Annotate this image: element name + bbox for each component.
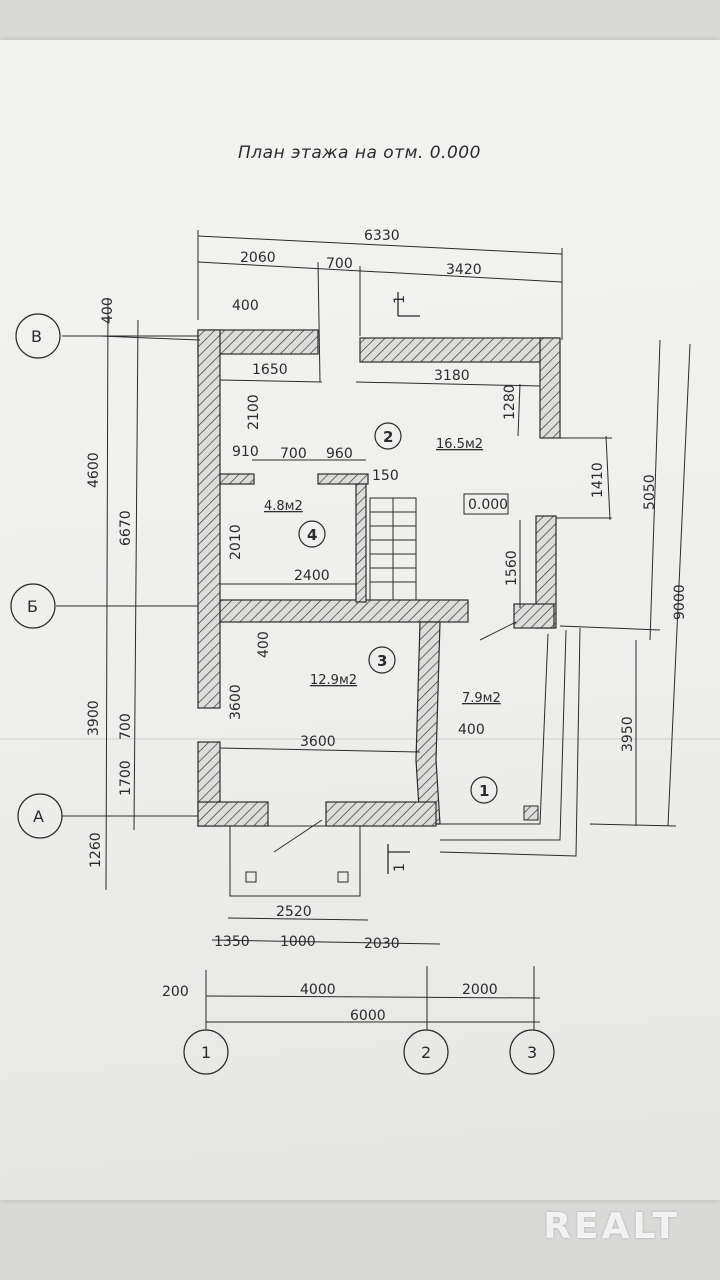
room-3-number: 3 — [377, 652, 387, 670]
porch-outlines — [229, 621, 581, 897]
stairs — [369, 497, 417, 601]
dim-top-2060: 2060 — [240, 250, 276, 266]
level-mark-box — [463, 493, 509, 515]
dim-top-3420: 3420 — [446, 262, 482, 278]
axis-bubble-2 — [403, 1029, 449, 1075]
wall-right-upper — [539, 337, 561, 439]
axis-bubble-a — [17, 793, 63, 839]
axis-bubble-v — [15, 313, 61, 359]
dim-right-1410: 1410 — [590, 462, 606, 498]
axis-bubble-3 — [509, 1029, 555, 1075]
axis-bubbles — [10, 313, 555, 1075]
dim-inner-150: 150 — [372, 468, 399, 484]
dim-left-4600: 4600 — [86, 452, 102, 488]
room-markers — [298, 422, 498, 804]
dim-inner-2010: 2010 — [228, 524, 244, 560]
axis-bubble-b — [10, 583, 56, 629]
dim-bottom-1350: 1350 — [214, 934, 250, 950]
paper-fold — [0, 738, 720, 740]
partition-left — [219, 473, 255, 485]
dim-left-1260: 1260 — [88, 832, 104, 868]
wall-bottom-right — [325, 801, 437, 827]
axis-label-a: А — [33, 807, 44, 826]
axis-label-v: В — [31, 327, 42, 346]
section-mark-top: 1 — [392, 295, 408, 304]
section-marks — [387, 292, 420, 874]
partition-right — [317, 473, 369, 485]
dim-bottom-1000: 1000 — [280, 934, 316, 950]
dim-bottom-2520: 2520 — [276, 904, 312, 920]
dim-left-400: 400 — [100, 297, 116, 324]
room-2-area: 16.5м2 — [436, 437, 483, 452]
dim-bottom-4000: 4000 — [300, 982, 336, 998]
watermark-logo: REALT — [543, 1206, 680, 1247]
dim-right-5050: 5050 — [642, 474, 658, 510]
dim-bottom-200: 200 — [162, 984, 189, 1000]
wall-room3-right — [415, 621, 441, 825]
dim-inner-700: 700 — [280, 446, 307, 462]
room-4-number: 4 — [307, 526, 317, 544]
dim-inner-2100: 2100 — [246, 394, 262, 430]
partition-vertical — [355, 483, 367, 603]
level-mark: 0.000 — [468, 497, 508, 513]
room-2-number: 2 — [383, 428, 393, 446]
wall-bottom-left — [197, 801, 269, 827]
dim-left-6670: 6670 — [118, 510, 134, 546]
dim-left-1700: 1700 — [118, 760, 134, 796]
wall-right-return — [513, 603, 555, 629]
dim-left-700: 700 — [118, 713, 134, 740]
room-1-area: 7.9м2 — [462, 691, 501, 706]
dim-top-700: 700 — [326, 256, 353, 272]
dim-right-9000: 9000 — [672, 584, 688, 620]
dim-inner-910: 910 — [232, 444, 259, 460]
wall-middle — [219, 599, 469, 623]
dim-left-3900: 3900 — [86, 700, 102, 736]
dim-inner-400: 400 — [256, 631, 272, 658]
axis-label-3: 3 — [527, 1043, 537, 1062]
section-mark-bottom: 1 — [392, 863, 408, 872]
dim-inner-3600-h: 3600 — [300, 734, 336, 750]
axis-bubble-1 — [183, 1029, 229, 1075]
dim-inner-400-b: 400 — [458, 722, 485, 738]
dim-bottom-2000: 2000 — [462, 982, 498, 998]
plan-title: План этажа на отм. 0.000 — [238, 143, 481, 163]
dimension-lines — [99, 230, 691, 1023]
axis-label-b: Б — [27, 597, 38, 616]
axis-label-2: 2 — [421, 1043, 431, 1062]
wall-top-right — [359, 337, 559, 363]
room-4-area: 4.8м2 — [264, 499, 303, 514]
dim-bottom-2030: 2030 — [364, 936, 400, 952]
dim-inner-1280: 1280 — [502, 384, 518, 420]
dim-inner-3600-v: 3600 — [228, 684, 244, 720]
dim-inner-1560: 1560 — [504, 550, 520, 586]
dim-top-400: 400 — [232, 298, 259, 314]
dim-inner-1650: 1650 — [252, 362, 288, 378]
axis-label-1: 1 — [201, 1043, 211, 1062]
dim-inner-2400: 2400 — [294, 568, 330, 584]
dim-inner-960: 960 — [326, 446, 353, 462]
walls — [197, 329, 561, 827]
wall-left-upper — [197, 329, 221, 709]
dim-top-total: 6330 — [364, 228, 400, 244]
room-3-area: 12.9м2 — [310, 673, 357, 688]
dim-bottom-6000: 6000 — [350, 1008, 386, 1024]
room-1-number: 1 — [479, 782, 489, 800]
dim-right-3950: 3950 — [620, 716, 636, 752]
dim-inner-3180: 3180 — [434, 368, 470, 384]
